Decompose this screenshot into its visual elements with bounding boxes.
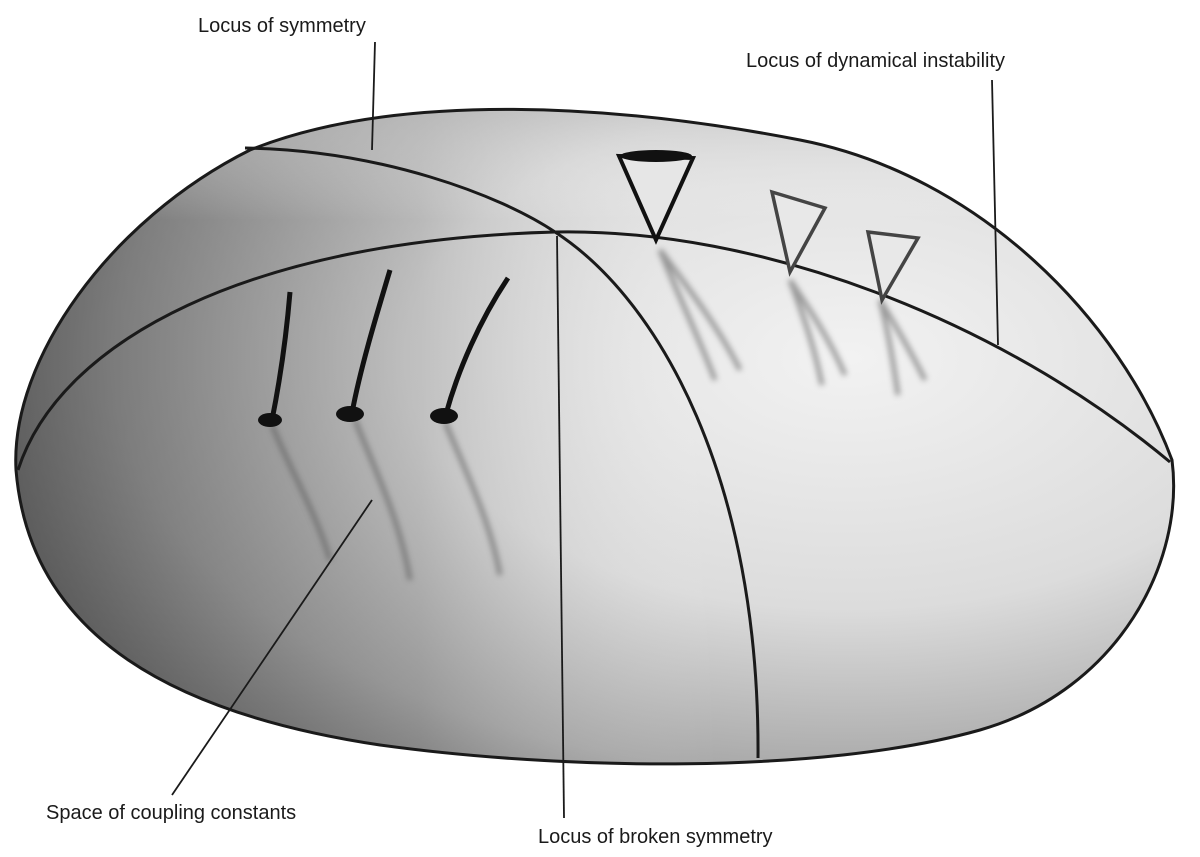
leader-locus-of-symmetry <box>371 41 376 151</box>
fixed-points <box>258 406 458 427</box>
leader-locus-of-broken-symmetry <box>556 235 565 819</box>
label-locus-of-dynamical-instability: Locus of dynamical instability <box>746 50 1005 72</box>
flow-shadows <box>269 248 928 581</box>
trajectory-line <box>443 276 511 415</box>
fixed-point-dot <box>336 406 364 422</box>
surface-outline <box>14 107 1176 766</box>
trajectory-line <box>269 291 293 421</box>
label-locus-of-symmetry: Locus of symmetry <box>198 15 366 37</box>
label-locus-of-broken-symmetry: Locus of broken symmetry <box>538 826 773 848</box>
locus-of-symmetry-curve <box>244 146 760 759</box>
leader-space-of-coupling-constants <box>171 499 373 796</box>
leader-lines <box>171 41 999 819</box>
locus-of-dynamical-instability-curve <box>16 230 1171 471</box>
cone-medium <box>769 189 828 277</box>
fixed-point-dot <box>258 413 282 427</box>
stable-trajectories <box>269 269 511 421</box>
surface-top-shading <box>15 109 1174 500</box>
instability-cones <box>615 150 921 305</box>
label-space-of-coupling-constants: Space of coupling constants <box>46 802 296 824</box>
trajectory-line <box>349 269 393 414</box>
fixed-point-dot <box>430 408 458 424</box>
leader-locus-of-dynamical-instability <box>991 79 999 346</box>
cone-small <box>865 229 921 305</box>
cone-large <box>615 150 697 245</box>
